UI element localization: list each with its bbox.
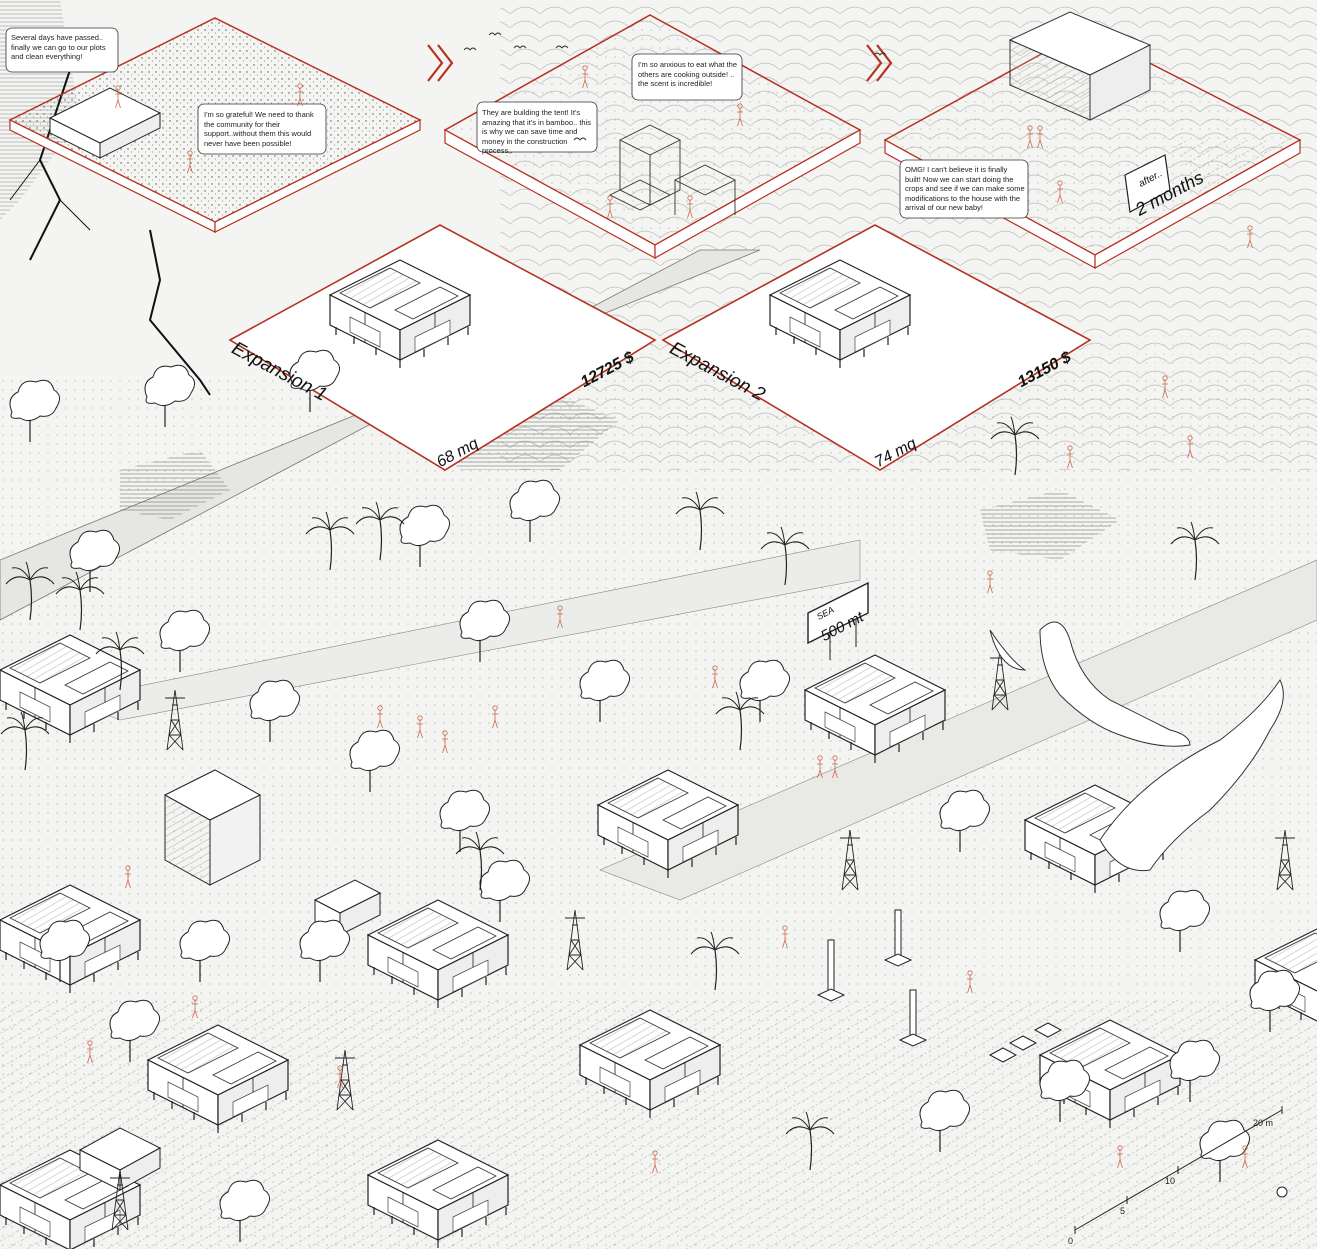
panel-1-speech-bubble-b: I'm so grateful! We need to thank the co… <box>204 110 314 148</box>
panel-2-speech-bubble-a: I'm so anxious to eat what the others ar… <box>638 60 737 88</box>
expansion-2-panel <box>661 224 1092 471</box>
panel-1 <box>5 17 422 233</box>
panel-2-speech-bubble-b: They are building the tent! It's amazing… <box>482 108 591 155</box>
panel-3-speech-bubble-a: OMG! I can't believe it is finally built… <box>905 165 1025 212</box>
scale-label-10: 10 <box>1165 1176 1176 1186</box>
scale-bar <box>1074 1106 1288 1234</box>
panel-1-speech-bubble-a: Several days have passed.. finally we ca… <box>11 33 106 61</box>
scale-label-5: 5 <box>1120 1206 1126 1216</box>
panel-2 <box>443 14 862 260</box>
eagle-icon <box>989 621 1284 872</box>
expansion-1-panel <box>228 224 657 471</box>
bamboo-house <box>163 769 262 886</box>
panel-3 <box>883 11 1302 270</box>
road-sign <box>807 581 869 660</box>
scale-label-0: 0 <box>1068 1236 1074 1246</box>
scale-label-20: 20 m <box>1253 1118 1274 1128</box>
